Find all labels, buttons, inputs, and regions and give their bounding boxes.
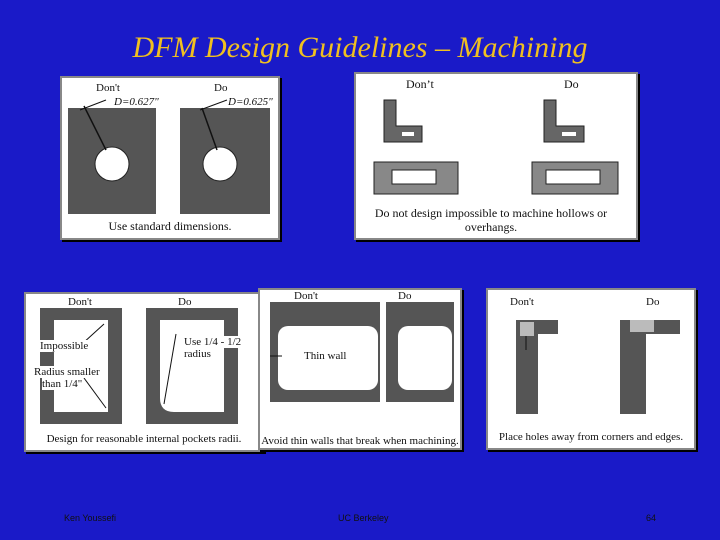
standard-dimensions-caption: Use standard dimensions. [108, 219, 232, 233]
dont-label: Don't [96, 82, 120, 94]
radius-smaller-label: Radius smaller [34, 366, 100, 378]
dont-label: Don't [294, 290, 318, 302]
dont-label: Don’t [406, 77, 434, 91]
standard-dimensions-diagram [68, 99, 270, 214]
dont-diameter-label: D=0.627" [114, 96, 159, 108]
dont-hole [94, 146, 130, 182]
panel-hollows: Don’t Do Do not design impossible to mac… [354, 72, 638, 240]
do-diameter-label: D=0.625" [228, 96, 273, 108]
do-hole [202, 146, 238, 182]
pockets-caption: Design for reasonable internal pockets r… [46, 433, 242, 445]
holes-diagram [516, 320, 680, 414]
use-radius-label-2: radius [184, 348, 211, 360]
thin-walls-diagram [270, 302, 454, 402]
radius-smaller-label-2: than 1/4" [42, 378, 83, 390]
footer-institution: UC Berkeley [338, 513, 389, 523]
hollows-diagram [373, 99, 619, 195]
hollows-caption-line1: Do not design impossible to machine holl… [374, 206, 608, 220]
do-label: Do [178, 296, 192, 308]
thin-wall-label: Thin wall [304, 350, 347, 362]
use-radius-label: Use 1/4 - 1/2 [184, 336, 242, 348]
panel-holes: Don't Do Place holes away from corners a… [486, 288, 696, 450]
hollows-caption-line2: overhangs. [464, 220, 518, 234]
slide-title: DFM Design Guidelines – Machining [132, 31, 588, 64]
dont-label: Don't [68, 296, 92, 308]
panel-standard-dimensions: Don't Do D=0.627" D=0.625" Use standard … [60, 76, 280, 240]
footer-page-number: 64 [646, 513, 657, 523]
panel-thin-walls: Don't Do Thin wall Avoid thin walls that… [258, 288, 462, 450]
do-label: Do [646, 296, 660, 308]
footer-author: Ken Youssefi [64, 513, 117, 523]
holes-caption: Place holes away from corners and edges. [498, 431, 684, 443]
do-label: Do [564, 77, 579, 91]
panel-pockets: Don't Do Impossible Radius smaller than … [24, 292, 264, 452]
thin-walls-caption: Avoid thin walls that break when machini… [261, 435, 459, 447]
dont-label: Don't [510, 296, 534, 308]
impossible-label: Impossible [40, 340, 89, 352]
do-label: Do [214, 82, 228, 94]
do-label: Do [398, 290, 412, 302]
